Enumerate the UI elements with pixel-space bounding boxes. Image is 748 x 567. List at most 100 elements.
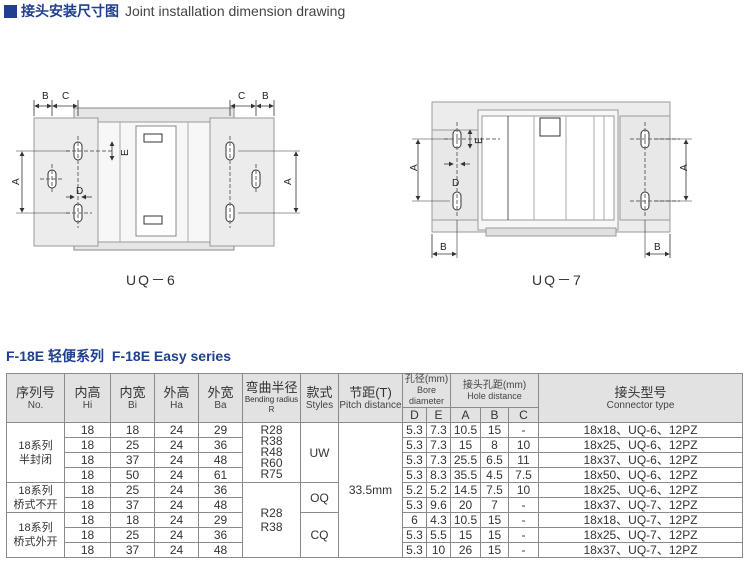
cell-b: 8 <box>480 437 509 453</box>
cell-e: 7.3 <box>426 437 451 453</box>
cell-connector: 18x18、UQ-7、12PZ <box>538 512 744 528</box>
group-bridge-closed: 18系列桥式不开 <box>6 482 65 513</box>
cell-connector: 18x37、UQ-6、12PZ <box>538 452 744 468</box>
cell-style-oq: OQ <box>300 482 339 513</box>
cell-e: 8.3 <box>426 467 451 483</box>
cell-ba: 48 <box>198 452 243 468</box>
cell-b: 15 <box>480 542 509 558</box>
cell-c: - <box>507 422 540 438</box>
cell-hi: 18 <box>64 497 111 513</box>
cell-bi: 25 <box>110 527 155 543</box>
cell-e: 10 <box>426 542 451 558</box>
cell-b: 15 <box>480 512 509 528</box>
cell-ba: 29 <box>198 512 243 528</box>
cell-d: 5.3 <box>402 527 427 543</box>
uq6-caption: UQ－6 <box>126 272 177 288</box>
cell-e: 5.2 <box>426 482 451 498</box>
cell-pitch: 33.5mm <box>338 422 403 558</box>
cell-d: 5.3 <box>402 422 427 438</box>
cell-bi: 37 <box>110 497 155 513</box>
cell-style-uw: UW <box>300 422 339 483</box>
header-title-en: Joint installation dimension drawing <box>125 3 346 19</box>
cell-e: 7.3 <box>426 422 451 438</box>
cell-a: 15 <box>450 437 481 453</box>
col-hole: 接头孔距(mm)Hole distance <box>449 373 540 408</box>
uq6-label-c-right: C <box>238 91 245 102</box>
col-d: D <box>402 407 427 423</box>
cell-ba: 36 <box>198 437 243 453</box>
cell-ha: 24 <box>154 527 199 543</box>
cell-ha: 24 <box>154 512 199 528</box>
cell-connector: 18x37、UQ-7、12PZ <box>538 542 744 558</box>
cell-e: 4.3 <box>426 512 451 528</box>
cell-hi: 18 <box>64 482 111 498</box>
cell-hi: 18 <box>64 437 111 453</box>
uq7-label-a-right: A <box>679 164 690 171</box>
uq6-label-e: E <box>120 149 131 156</box>
cell-bi: 50 <box>110 467 155 483</box>
cell-c: 7.5 <box>507 467 540 483</box>
uq6-label-b-right: B <box>262 91 269 102</box>
table-row: 18 37 24 48 5.3 9.6 20 7 - 18x37、UQ-7、12… <box>7 497 744 513</box>
cell-d: 6 <box>402 512 427 528</box>
uq6-label-a-right: A <box>283 178 294 185</box>
uq6-label-a-left: A <box>11 178 22 185</box>
cell-ha: 24 <box>154 482 199 498</box>
cell-d: 5.3 <box>402 497 427 513</box>
cell-c: 10 <box>507 482 540 498</box>
cell-hi: 18 <box>64 452 111 468</box>
col-pitch: 节距(T)Pitch distance <box>338 373 403 423</box>
uq7-label-a-left: A <box>409 164 420 171</box>
cell-bi: 25 <box>110 482 155 498</box>
cell-c: 10 <box>507 437 540 453</box>
cell-ha: 24 <box>154 452 199 468</box>
cell-b: 7.5 <box>480 482 509 498</box>
cell-bi: 25 <box>110 437 155 453</box>
col-e: E <box>426 407 451 423</box>
table-row: 18系列桥式外开 18 18 24 29 CQ 6 4.3 10.5 15 - … <box>6 512 744 558</box>
cell-d: 5.2 <box>402 482 427 498</box>
uq6-drawing: B C C B E D A A <box>11 91 300 251</box>
cell-e: 9.6 <box>426 497 451 513</box>
cell-ba: 48 <box>198 497 243 513</box>
uq7-drawing: A A E D B B <box>409 101 692 258</box>
cell-hi: 18 <box>64 542 111 558</box>
table-row: 18 25 24 36 5.3 5.5 15 15 - 18x25、UQ-7、1… <box>7 527 744 543</box>
col-c: C <box>507 407 540 423</box>
uq6-label-d: D <box>76 186 83 197</box>
series-title-cn: F-18E 轻便系列 <box>6 348 105 364</box>
cell-ha: 24 <box>154 542 199 558</box>
section-header: 接头安装尺寸图 Joint installation dimension dra… <box>4 2 345 20</box>
uq7-label-e: E <box>474 137 485 144</box>
group-bridge-open: 18系列桥式外开 <box>6 512 65 558</box>
cell-connector: 18x25、UQ-6、12PZ <box>538 437 744 453</box>
square-bullet-icon <box>4 4 17 18</box>
cell-d: 5.3 <box>402 467 427 483</box>
cell-b: 15 <box>480 422 509 438</box>
uq6-label-b-left: B <box>42 91 49 102</box>
cell-ha: 24 <box>154 497 199 513</box>
cell-hi: 18 <box>64 512 111 528</box>
cell-hi: 18 <box>64 467 111 483</box>
cell-d: 5.3 <box>402 542 427 558</box>
cell-style-cq: CQ <box>300 512 339 558</box>
cell-b: 4.5 <box>480 467 509 483</box>
cell-connector: 18x18、UQ-6、12PZ <box>538 422 744 438</box>
cell-a: 14.5 <box>450 482 481 498</box>
cell-b: 7 <box>480 497 509 513</box>
series-title-en: F-18E Easy series <box>111 348 231 364</box>
cell-bi: 18 <box>110 422 155 438</box>
cell-a: 10.5 <box>450 422 481 438</box>
cell-b: 6.5 <box>480 452 509 468</box>
